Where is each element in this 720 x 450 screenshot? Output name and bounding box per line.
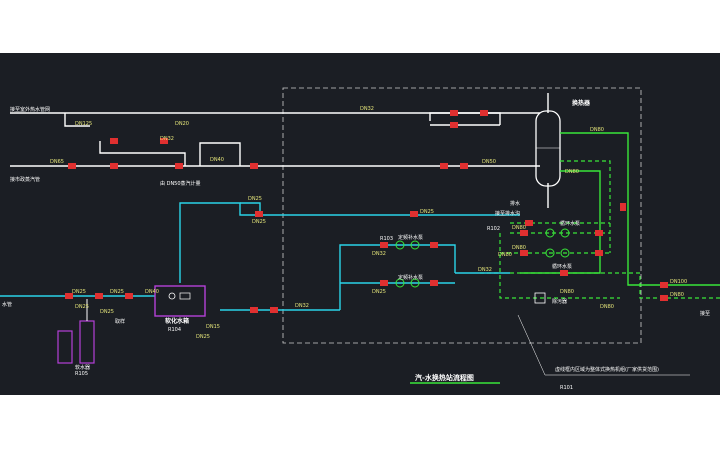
pipe-size: DN32 — [360, 106, 374, 112]
label-exchanger: 换热器 — [572, 99, 591, 107]
pipe-size: DN25 — [72, 289, 86, 295]
label-steam-in: 接市政蒸汽管 — [10, 176, 40, 183]
pipe-size: DN32 — [478, 267, 492, 273]
label-water-tank: 软化水箱 — [165, 317, 189, 325]
label-circ-pump-1: 循环水泵 — [560, 220, 580, 227]
footnote: 虚线框内区域为整体式换热机组(厂家供货范围) — [555, 366, 659, 373]
pipe-size: DN50 — [482, 159, 496, 165]
pipe-size: DN40 — [145, 289, 159, 295]
label-dirt-sep: 除污器 — [552, 298, 567, 305]
label-circ-pump-2: 循环水泵 — [552, 263, 572, 270]
pipe-size: DN80 — [590, 127, 604, 133]
makeup-lines — [0, 202, 520, 311]
pipe-size: DN25 — [110, 289, 124, 295]
softened-water-tank — [154, 285, 206, 317]
label-to-right: 接至 — [700, 310, 710, 317]
pipe-size: DN25 — [100, 309, 114, 315]
flow-diagram: 接至室外热水管网 接市政蒸汽管 由 DN50蒸汽计量 换热器 排水 接至排水沟 … — [0, 87, 720, 391]
pipe-size: DN80 — [670, 292, 684, 298]
label-r102: R102 — [487, 226, 500, 232]
label-drain: 排水 — [510, 200, 520, 207]
label-r104: R104 — [168, 327, 181, 333]
pipe-size: DN25 — [420, 209, 434, 215]
heat-exchanger — [535, 110, 561, 187]
steam-valves — [68, 110, 488, 169]
label-r101: R101 — [560, 385, 573, 391]
diagram-title: 汽-水换热站流程图 — [415, 373, 474, 382]
diagram-canvas: 接至室外热水管网 接市政蒸汽管 由 DN50蒸汽计量 换热器 排水 接至排水沟 … — [0, 53, 720, 395]
pipe-size: DN15 — [206, 324, 220, 330]
label-softener: 软水器 — [75, 364, 90, 371]
pipe-size: DN20 — [175, 121, 189, 127]
makeup-valves — [65, 211, 438, 313]
leader-lines — [517, 314, 690, 376]
circ-valves — [520, 203, 668, 301]
label-water-pipe: 水管 — [2, 301, 12, 308]
pipe-size: DN25 — [252, 219, 266, 225]
pipe-size: DN100 — [670, 279, 687, 285]
dirt-separator — [534, 292, 546, 304]
pipe-size: DN80 — [560, 289, 574, 295]
circ-pumps — [545, 228, 570, 258]
label-r105: R105 — [75, 371, 88, 377]
pipe-size: DN125 — [75, 121, 92, 127]
pipe-size: DN40 — [210, 157, 224, 163]
pipe-size: DN80 — [600, 304, 614, 310]
pipe-size: DN25 — [248, 196, 262, 202]
pipe-size: DN80 — [512, 245, 526, 251]
pipe-size: DN65 — [50, 159, 64, 165]
label-outdoor-network: 接至室外热水管网 — [10, 106, 50, 113]
pipe-size: DN32 — [372, 251, 386, 257]
steam-lines — [10, 93, 549, 208]
label-sampling: 取样 — [115, 318, 125, 325]
softener-unit-a — [57, 330, 73, 364]
pipe-size: DN25 — [196, 334, 210, 340]
softener-unit-b — [79, 320, 95, 364]
label-drain-ditch: 接至排水沟 — [495, 210, 520, 217]
pipe-size: DN32 — [295, 303, 309, 309]
pipe-size: DN25 — [372, 289, 386, 295]
pipe-size: DN80 — [498, 252, 512, 258]
label-makeup-pump-2: 定频补水泵 — [398, 274, 423, 281]
label-makeup-pump-1: 定频补水泵 — [398, 234, 423, 241]
pipe-size: DN25 — [75, 304, 89, 310]
label-steam-meter: 由 DN50蒸汽计量 — [160, 180, 201, 187]
pipe-size: DN80 — [565, 169, 579, 175]
pipe-size: DN32 — [160, 136, 174, 142]
pipe-size: DN80 — [512, 225, 526, 231]
label-r103: R103 — [380, 236, 393, 242]
makeup-pumps — [395, 240, 420, 288]
